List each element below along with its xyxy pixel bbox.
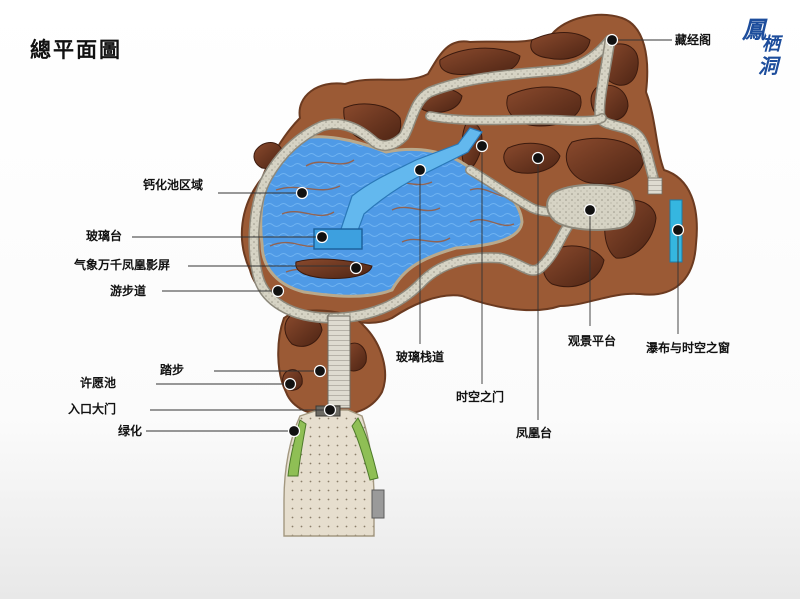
label-xuyuan: 许愿池 bbox=[80, 376, 117, 390]
label-cangjingge: 藏经阁 bbox=[675, 33, 712, 47]
label-shikong: 时空之门 bbox=[456, 390, 505, 404]
info-board bbox=[371, 489, 385, 519]
marker-lvhua bbox=[287, 424, 301, 438]
label-bolizhandao: 玻璃栈道 bbox=[396, 350, 445, 364]
glass-plank-path bbox=[339, 127, 483, 237]
label-bolitai: 玻璃台 bbox=[86, 229, 123, 243]
marker-xuyuan bbox=[283, 377, 297, 391]
marker-bolitai bbox=[315, 230, 329, 244]
marker-cangjingge bbox=[605, 33, 619, 47]
label-tabu: 踏步 bbox=[160, 363, 185, 377]
label-gaihua: 钙化池区域 bbox=[143, 178, 204, 192]
greenery-right bbox=[351, 417, 379, 481]
label-lvhua: 绿化 bbox=[118, 424, 143, 438]
label-rukou: 入口大门 bbox=[68, 402, 117, 416]
logo-char-2: 栖 bbox=[762, 34, 780, 55]
marker-tabu bbox=[313, 364, 327, 378]
label-pubu: 瀑布与时空之窗 bbox=[646, 341, 731, 355]
marker-fenghuangtai bbox=[531, 151, 545, 165]
upper-steps bbox=[647, 177, 663, 195]
page-title: 總平面圖 bbox=[30, 37, 122, 62]
marker-shikong bbox=[475, 139, 489, 153]
leader-lines bbox=[132, 39, 679, 432]
marker-guanjing bbox=[583, 203, 597, 217]
label-youbu: 游步道 bbox=[110, 284, 147, 298]
logo-char-1: 鳳 bbox=[742, 15, 766, 44]
label-fenghuangtai: 凤凰台 bbox=[516, 426, 553, 440]
logo: 鳳 栖 洞 bbox=[742, 10, 794, 78]
marker-rukou bbox=[323, 403, 337, 417]
footpaths bbox=[248, 34, 662, 324]
marker-qixiang bbox=[349, 261, 363, 275]
location-markers bbox=[271, 33, 685, 438]
marker-gaihua bbox=[295, 186, 309, 200]
marker-youbu bbox=[271, 284, 285, 298]
entrance-steps bbox=[327, 315, 351, 409]
logo-char-3: 洞 bbox=[758, 54, 778, 78]
marker-pubu bbox=[671, 223, 685, 237]
marker-bolizhandao bbox=[413, 163, 427, 177]
label-guanjing: 观景平台 bbox=[568, 334, 617, 348]
label-qixiang: 气象万千凤凰影屏 bbox=[74, 258, 171, 272]
